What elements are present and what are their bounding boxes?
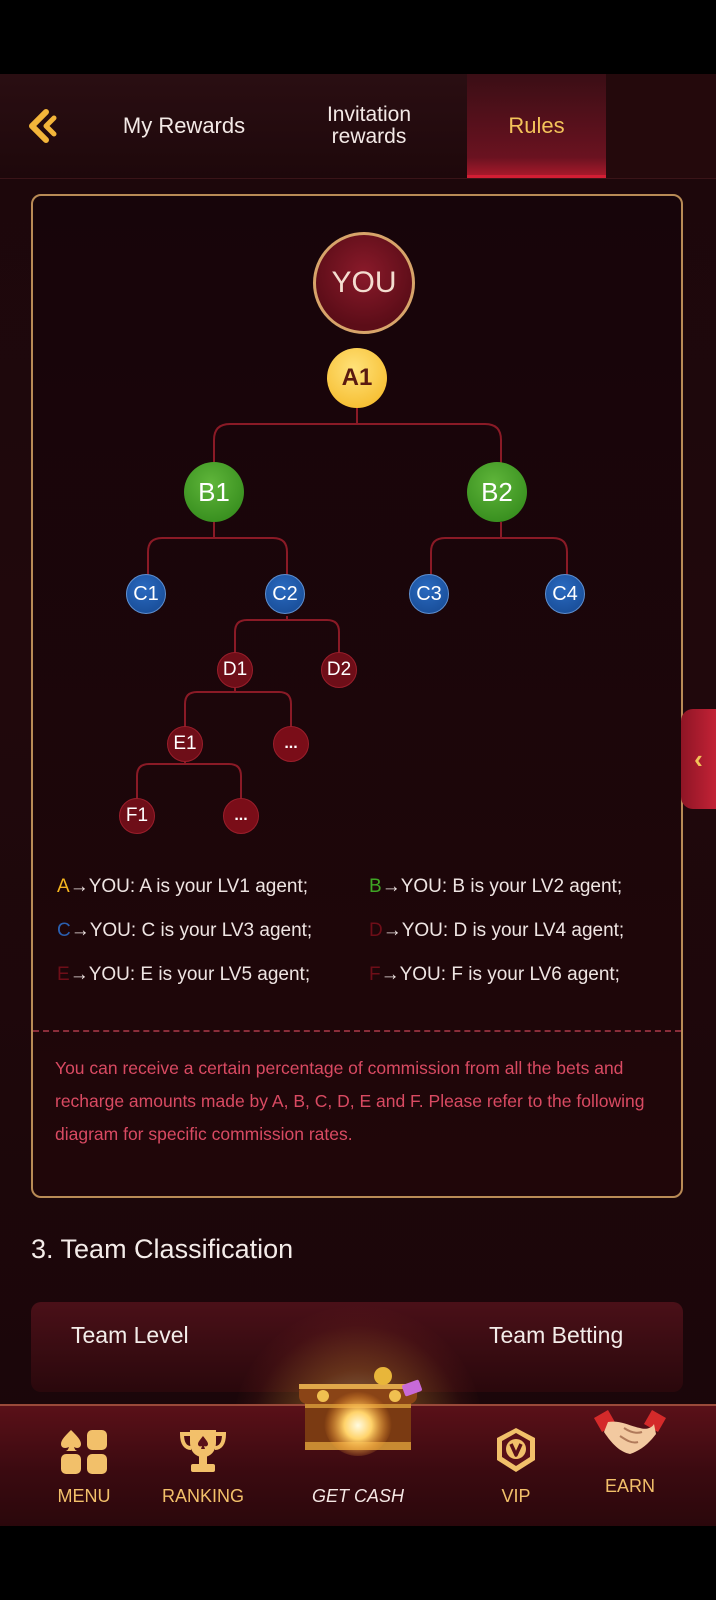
menu-grid-icon bbox=[57, 1424, 111, 1478]
legend-item-d: D→YOU: D is your LV4 agent; bbox=[369, 920, 625, 941]
node-c1: C1 bbox=[126, 574, 166, 614]
nav-ranking[interactable]: RANKING bbox=[143, 1406, 263, 1526]
node-d1: D1 bbox=[217, 652, 253, 688]
node-c4: C4 bbox=[545, 574, 585, 614]
legend-item-e: E→YOU: E is your LV5 agent; bbox=[57, 964, 311, 985]
tab-invitation-rewards[interactable]: Invitation rewards bbox=[326, 103, 412, 148]
nav-vip[interactable]: VIP bbox=[456, 1406, 576, 1526]
treasure-chest-icon[interactable] bbox=[283, 1356, 433, 1466]
back-arrow-icon bbox=[29, 109, 57, 143]
node-b2: B2 bbox=[467, 462, 527, 522]
vip-badge-icon bbox=[489, 1424, 543, 1478]
side-drawer-tab[interactable]: ‹ bbox=[681, 709, 716, 809]
rules-page: My Rewards Invitation rewards Rules bbox=[0, 74, 716, 1526]
node-f1: F1 bbox=[119, 798, 155, 834]
node-c3: C3 bbox=[409, 574, 449, 614]
column-team-level: Team Level bbox=[71, 1322, 189, 1348]
column-team-betting: Team Betting bbox=[489, 1322, 624, 1348]
section-title: 3. Team Classification bbox=[31, 1234, 294, 1264]
trophy-icon bbox=[176, 1424, 230, 1478]
node-you: YOU bbox=[313, 232, 415, 334]
dashed-divider bbox=[33, 1030, 681, 1032]
tree-connectors bbox=[136, 406, 568, 816]
nav-earn[interactable]: EARN bbox=[570, 1406, 690, 1526]
node-d2: D2 bbox=[321, 652, 357, 688]
back-button[interactable] bbox=[22, 104, 66, 148]
node-c2: C2 bbox=[265, 574, 305, 614]
node-a1: A1 bbox=[327, 348, 387, 408]
node-f-more: ... bbox=[223, 798, 259, 834]
node-e-more: ... bbox=[273, 726, 309, 762]
agent-diagram-panel: YOU A1 B1 B2 C1 C2 C3 C4 D1 D2 E1 ... F1… bbox=[31, 194, 683, 1198]
top-tab-bar: My Rewards Invitation rewards Rules bbox=[0, 74, 716, 179]
legend-item-b: B→YOU: B is your LV2 agent; bbox=[369, 876, 623, 897]
node-e1: E1 bbox=[167, 726, 203, 762]
nav-menu[interactable]: MENU bbox=[24, 1406, 144, 1526]
legend-item-f: F→YOU: F is your LV6 agent; bbox=[369, 964, 620, 985]
tab-rules[interactable]: Rules bbox=[467, 74, 606, 178]
legend-item-a: A→YOU: A is your LV1 agent; bbox=[57, 876, 309, 897]
tab-spacer bbox=[606, 74, 716, 178]
handshake-icon bbox=[590, 1406, 670, 1476]
node-b1: B1 bbox=[184, 462, 244, 522]
chevron-left-icon: ‹ bbox=[694, 743, 703, 774]
tab-my-rewards[interactable]: My Rewards bbox=[122, 113, 246, 138]
nav-get-cash[interactable]: GET CASH bbox=[311, 1486, 404, 1506]
legend-item-c: C→YOU: C is your LV3 agent; bbox=[57, 920, 313, 941]
commission-note: You can receive a certain percentage of … bbox=[55, 1058, 645, 1144]
agent-tree: YOU A1 B1 B2 C1 C2 C3 C4 D1 D2 E1 ... F1… bbox=[33, 196, 685, 856]
